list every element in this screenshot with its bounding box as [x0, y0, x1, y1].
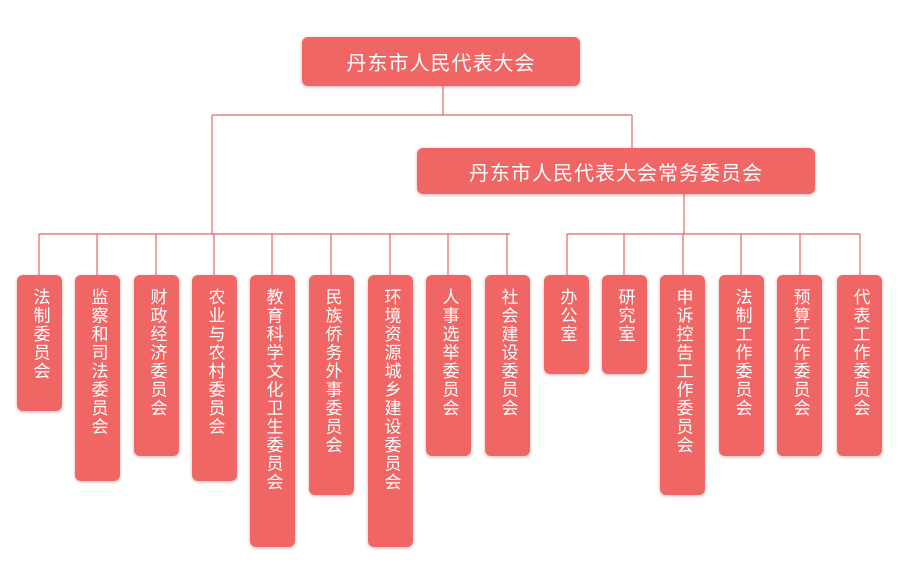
node-standing-office-label: 法制工作委员会 — [731, 288, 752, 418]
node-standing-office-label: 代表工作委员会 — [849, 288, 870, 418]
node-congress-committee: 人事选举委员会 — [426, 275, 471, 456]
node-congress-committee-label: 教育科学文化卫生委员会 — [262, 288, 283, 492]
node-people-congress: 丹东市人民代表大会 — [302, 37, 580, 86]
node-congress-committee-label: 财政经济委员会 — [146, 288, 167, 418]
node-congress-committee: 农业与农村委员会 — [192, 275, 237, 481]
node-congress-committee: 财政经济委员会 — [134, 275, 179, 456]
node-standing-office: 申诉控告工作委员会 — [660, 275, 705, 495]
node-congress-committee-label: 农业与农村委员会 — [204, 288, 225, 436]
node-people-congress-label: 丹东市人民代表大会 — [346, 51, 536, 75]
node-standing-committee: 丹东市人民代表大会常务委员会 — [417, 148, 815, 194]
node-congress-committee: 社会建设委员会 — [485, 275, 530, 456]
node-congress-committee: 民族侨务外事委员会 — [309, 275, 354, 495]
node-congress-committee: 法制委员会 — [17, 275, 62, 411]
node-congress-committee-label: 法制委员会 — [29, 288, 50, 381]
node-congress-committee: 教育科学文化卫生委员会 — [250, 275, 295, 547]
node-congress-committee: 监察和司法委员会 — [75, 275, 120, 481]
node-congress-committee-label: 人事选举委员会 — [438, 288, 459, 418]
node-standing-office: 法制工作委员会 — [719, 275, 764, 456]
node-standing-office-label: 预算工作委员会 — [789, 288, 810, 418]
node-standing-office: 研究室 — [602, 275, 647, 374]
node-standing-office: 办公室 — [544, 275, 589, 374]
node-standing-office: 预算工作委员会 — [777, 275, 822, 456]
node-congress-committee-label: 社会建设委员会 — [497, 288, 518, 418]
node-congress-committee-label: 环境资源城乡建设委员会 — [380, 288, 401, 492]
node-standing-committee-label: 丹东市人民代表大会常务委员会 — [469, 160, 763, 185]
node-congress-committee-label: 民族侨务外事委员会 — [321, 288, 342, 455]
node-congress-committee-label: 监察和司法委员会 — [87, 288, 108, 436]
node-standing-office: 代表工作委员会 — [837, 275, 882, 456]
node-standing-office-label: 研究室 — [614, 288, 635, 344]
node-congress-committee: 环境资源城乡建设委员会 — [368, 275, 413, 547]
node-standing-office-label: 办公室 — [556, 288, 577, 344]
node-standing-office-label: 申诉控告工作委员会 — [672, 288, 693, 455]
